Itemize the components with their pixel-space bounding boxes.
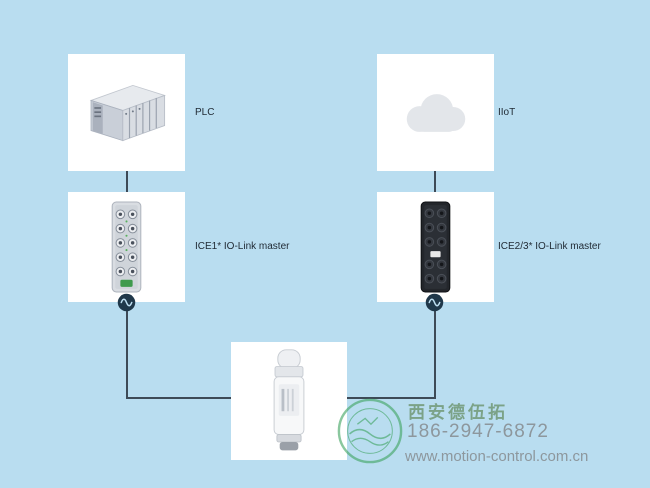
ice1-label: ICE1* IO-Link master (195, 241, 290, 252)
iiot-card (377, 54, 494, 171)
ice23-label: ICE2/3* IO-Link master (498, 241, 601, 252)
connector-ice1-to-sensor-horizontal (126, 397, 232, 399)
sensor-card (231, 342, 347, 460)
connector-ice23-to-sensor-horizontal (347, 397, 436, 399)
plc-label: PLC (195, 107, 215, 118)
plc-rack-icon (89, 84, 166, 141)
io-link-logo-icon (425, 293, 444, 312)
connector-ice1-to-sensor-vertical (126, 311, 128, 398)
io-link-badge-right (425, 293, 444, 312)
connector-plc-to-ice1 (126, 171, 128, 192)
ice1-card (68, 192, 185, 302)
connector-iiot-to-ice23 (434, 171, 436, 192)
watermark-phone-number: 186-2947-6872 (407, 421, 549, 442)
iiot-label: IIoT (498, 107, 516, 118)
plc-card (68, 54, 185, 171)
io-link-badge-left (117, 293, 136, 312)
cloud-icon (406, 93, 465, 132)
io-link-master-gray-icon (111, 201, 142, 293)
watermark-website-url: www.motion-control.com.cn (405, 448, 589, 465)
io-link-logo-icon (117, 293, 136, 312)
ice23-card (377, 192, 494, 302)
watermark-company-name: 西安德伍拓 (408, 403, 508, 422)
connector-ice23-to-sensor-vertical (434, 311, 436, 398)
io-link-master-black-icon (420, 201, 451, 293)
sensor-icon (273, 349, 305, 451)
